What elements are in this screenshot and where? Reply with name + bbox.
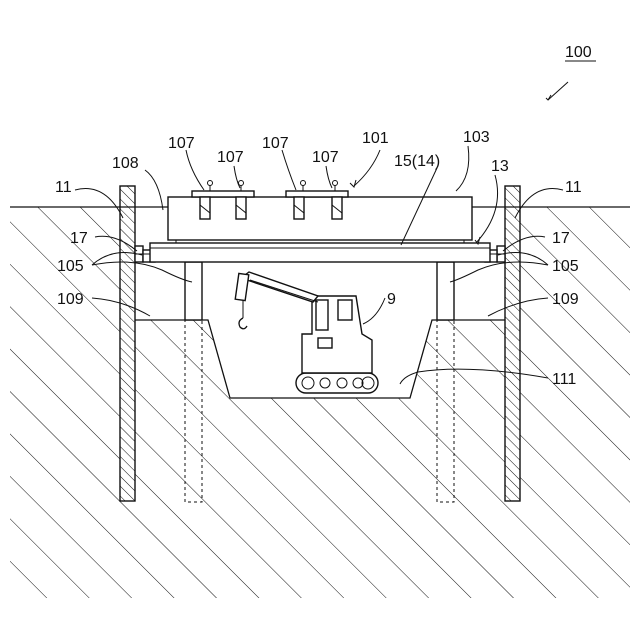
label-11-left: 11	[55, 179, 72, 196]
label-109-left: 109	[57, 291, 84, 308]
retaining-wall-right	[505, 186, 520, 501]
main-beam	[150, 243, 490, 262]
label-105-right: 105	[552, 258, 579, 275]
post-left	[185, 262, 202, 320]
label-107-c: 107	[262, 135, 289, 152]
label-111: 111	[552, 371, 576, 388]
ground-section	[10, 207, 630, 598]
post-right	[437, 262, 454, 320]
label-107-b: 107	[217, 149, 244, 166]
label-108: 108	[112, 155, 139, 172]
label-15-14: 15(14)	[394, 153, 440, 170]
label-105-left: 105	[57, 258, 84, 275]
label-107-d: 107	[312, 149, 339, 166]
label-11-right: 11	[565, 179, 582, 196]
label-109-right: 109	[552, 291, 579, 308]
label-9: 9	[387, 291, 396, 308]
label-13: 13	[491, 158, 509, 175]
retaining-wall-left	[120, 186, 135, 501]
label-107-a: 107	[168, 135, 195, 152]
deck-panel	[168, 197, 472, 240]
label-103: 103	[463, 129, 490, 146]
label-101: 101	[362, 130, 389, 147]
label-17-right: 17	[552, 230, 570, 247]
crane	[235, 272, 378, 393]
label-17-left: 17	[70, 230, 88, 247]
label-100: 100	[565, 44, 592, 61]
